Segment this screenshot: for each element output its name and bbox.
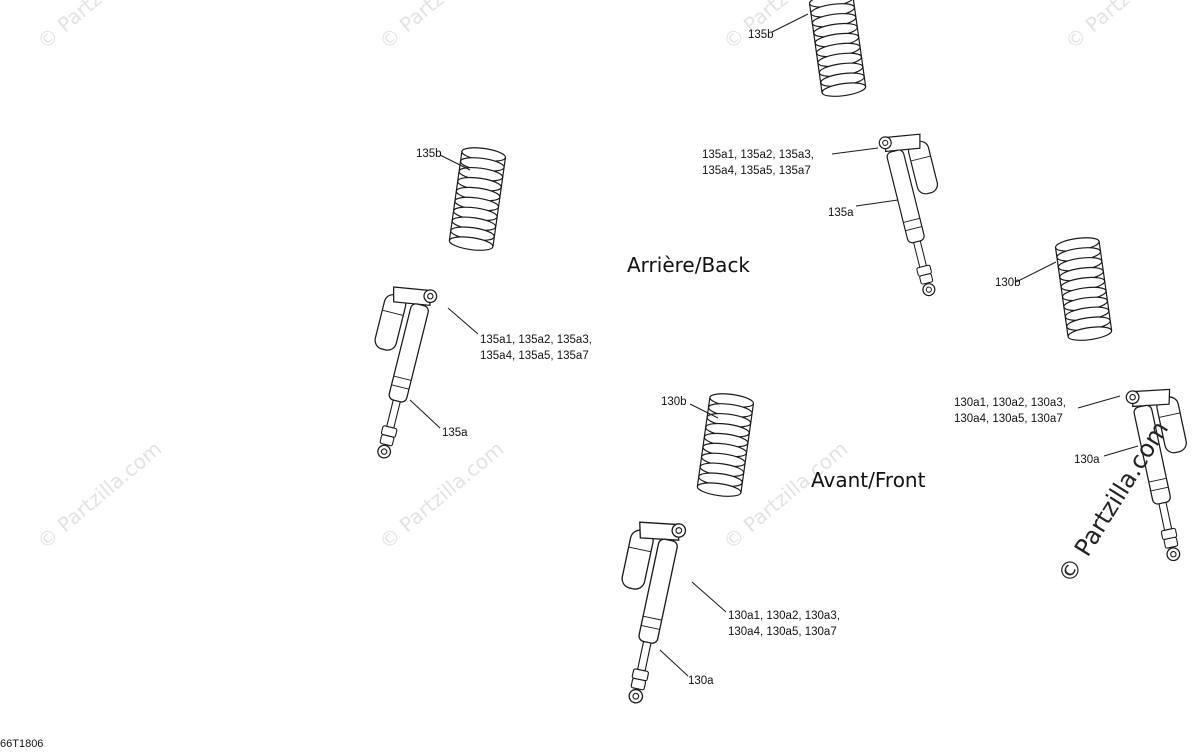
callout-front-spring-center: 130b	[661, 396, 687, 408]
callout-rear-shock-left-parts-1: 135a1, 135a2, 135a3,	[480, 334, 592, 346]
callout-rear-shock-top: 135a	[828, 207, 854, 219]
spring-rear-right	[1054, 234, 1114, 344]
callout-rear-spring-left: 135b	[416, 148, 442, 160]
shock-rear-top	[877, 126, 964, 300]
shock-front-bottom	[596, 513, 688, 707]
callout-rear-spring-top: 135b	[748, 29, 774, 41]
callout-rear-shock-top-parts-1: 135a1, 135a2, 135a3,	[702, 149, 814, 161]
front-section-label: Avant/Front	[811, 468, 926, 492]
callout-front-shock-bottom: 130a	[688, 675, 714, 687]
leader-lines	[409, 13, 1139, 677]
spring-front-center	[695, 390, 755, 500]
callout-front-shock-right-parts-1: 130a1, 130a2, 130a3,	[954, 397, 1066, 409]
callout-rear-shock-left-parts-2: 135a4, 135a5, 135a7	[480, 350, 589, 362]
shock-rear-left	[347, 278, 439, 462]
callout-rear-shock-left: 135a	[442, 427, 468, 439]
spring-rear-top	[808, 0, 868, 100]
drawing-code: 66T1806	[0, 738, 44, 750]
callout-rear-spring-right: 130b	[995, 277, 1021, 289]
back-section-label: Arrière/Back	[627, 253, 751, 277]
callout-rear-shock-top-parts-2: 135a4, 135a5, 135a7	[702, 165, 811, 177]
spring-rear-left	[447, 144, 507, 254]
callout-front-shock-right: 130a	[1074, 454, 1100, 466]
callout-front-shock-bottom-parts-2: 130a4, 130a5, 130a7	[728, 626, 837, 638]
callout-front-shock-bottom-parts-1: 130a1, 130a2, 130a3,	[728, 610, 840, 622]
callout-front-shock-right-parts-2: 130a4, 130a5, 130a7	[954, 413, 1063, 425]
